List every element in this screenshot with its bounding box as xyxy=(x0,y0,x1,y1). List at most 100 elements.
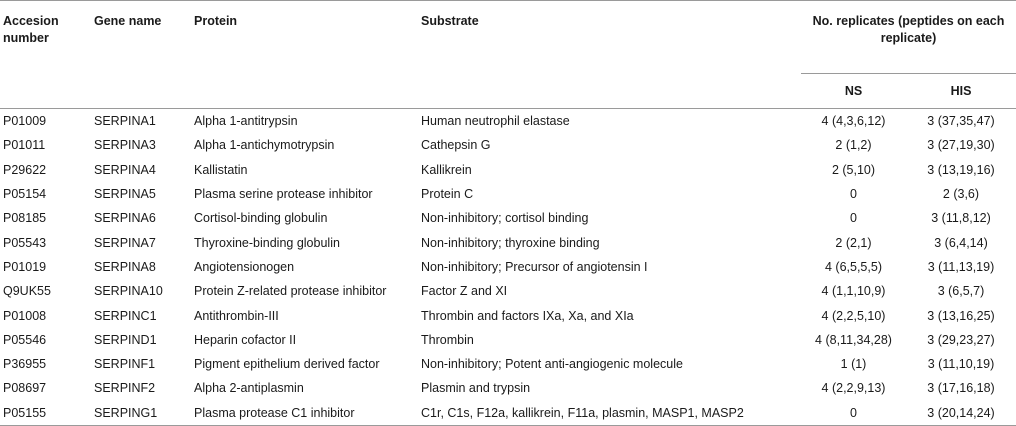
header-accession: Accesion number xyxy=(0,0,90,109)
cell-gene-name: SERPINA6 xyxy=(94,211,156,226)
cell-protein: Angiotensionogen xyxy=(194,259,295,274)
cell-gene-name: SERPINF2 xyxy=(94,381,156,396)
cell-protein: Plasma protease C1 inhibitor xyxy=(190,400,417,426)
cell-protein: Kallistatin xyxy=(194,162,248,177)
cell-protein: Heparin cofactor II xyxy=(194,332,297,347)
cell-ns: 4 (8,11,34,28) xyxy=(815,332,892,347)
cell-ns: 0 xyxy=(850,187,857,202)
cell-substrate: Non-inhibitory; cortisol binding xyxy=(421,211,589,226)
cell-ns: 4 (2,2,5,10) xyxy=(821,308,886,323)
cell-gene-name: SERPINA3 xyxy=(94,138,156,153)
cell-accession: P08185 xyxy=(3,211,47,226)
table-row: P05543 SERPINA7 Thyroxine-binding globulin… xyxy=(0,230,1016,254)
cell-his: 3 (6,4,14) xyxy=(934,235,988,250)
cell-ns: 0 xyxy=(850,211,857,226)
cell-substrate: Non-inhibitory; Precursor of angiotensin… xyxy=(421,259,648,274)
cell-accession: P05543 xyxy=(3,235,47,250)
cell-his: 3 (37,35,47) xyxy=(927,114,995,129)
cell-ns: 4 (2,2,9,13) xyxy=(821,381,886,396)
cell-his: 3 (20,14,24) xyxy=(906,400,1016,426)
header-his: HIS xyxy=(906,73,1016,109)
cell-accession: P08697 xyxy=(3,381,47,396)
cell-ns: 4 (4,3,6,12) xyxy=(821,114,886,129)
cell-accession: P05546 xyxy=(3,332,47,347)
table-row: P08185 SERPINA6 Cortisol-binding globulin N… xyxy=(0,206,1016,230)
cell-protein: Pigment epithelium derived factor xyxy=(194,357,380,372)
table-row: P01019 SERPINA8 Angiotensionogen Non-inhibi… xyxy=(0,255,1016,279)
cell-substrate: Non-inhibitory; Potent anti-angiogenic m… xyxy=(421,357,683,372)
cell-ns: 2 (5,10) xyxy=(831,162,876,177)
cell-his: 3 (11,13,19) xyxy=(927,259,995,274)
cell-ns: 4 (1,1,10,9) xyxy=(821,284,886,299)
cell-accession: Q9UK55 xyxy=(3,284,51,299)
cell-gene-name: SERPINA8 xyxy=(94,259,156,274)
table-row: P29622 SERPINA4 Kallistatin Kallikrein 2 (5,… xyxy=(0,158,1016,182)
cell-substrate: Kallikrein xyxy=(421,162,472,177)
cell-his: 3 (6,5,7) xyxy=(937,284,985,299)
cell-his: 3 (11,10,19) xyxy=(927,357,995,372)
cell-substrate: Non-inhibitory; thyroxine binding xyxy=(421,235,600,250)
cell-accession: P01009 xyxy=(3,114,47,129)
table-row: P01008 SERPINC1 Antithrombin-III Thrombin a… xyxy=(0,303,1016,327)
cell-substrate: Factor Z and XI xyxy=(421,284,508,299)
cell-gene-name: SERPINA4 xyxy=(94,162,156,177)
cell-his: 3 (11,8,12) xyxy=(931,211,991,226)
cell-his: 3 (27,19,30) xyxy=(927,138,995,153)
cell-his: 3 (17,16,18) xyxy=(927,381,995,396)
cell-his: 3 (13,16,25) xyxy=(927,308,995,323)
table-row: P01009 SERPINA1 Alpha 1-antitrypsin Human n… xyxy=(0,109,1016,134)
cell-substrate: Thrombin xyxy=(421,332,474,347)
table-row: P01011 SERPINA3 Alpha 1-antichymotrypsin Ca… xyxy=(0,133,1016,157)
cell-substrate: Thrombin and factors IXa, Xa, and XIa xyxy=(421,308,634,323)
cell-his: 2 (3,6) xyxy=(942,187,980,202)
cell-accession: P36955 xyxy=(3,357,47,372)
cell-gene-name: SERPINA1 xyxy=(94,114,156,129)
cell-gene-name: SERPIND1 xyxy=(94,332,157,347)
table-row: P36955 SERPINF1 Pigment epithelium derived… xyxy=(0,352,1016,376)
cell-ns: 4 (6,5,5,5) xyxy=(825,259,882,274)
cell-protein: Protein Z-related protease inhibitor xyxy=(194,284,387,299)
cell-ns: 0 xyxy=(801,400,906,426)
cell-his: 3 (13,19,16) xyxy=(927,162,995,177)
cell-protein: Alpha 1-antitrypsin xyxy=(194,114,298,129)
cell-protein: Antithrombin-III xyxy=(194,308,279,323)
table-row: P05546 SERPIND1 Heparin cofactor II Thrombi… xyxy=(0,328,1016,352)
header-gene-name: Gene name xyxy=(90,0,190,109)
cell-accession: P01011 xyxy=(3,138,46,153)
table-row: Q9UK55 SERPINA10 Protein Z-related proteas… xyxy=(0,279,1016,303)
table-row: P05154 SERPINA5 Plasma serine protease inh… xyxy=(0,182,1016,206)
cell-accession: P01008 xyxy=(3,308,47,323)
cell-accession: P05155 xyxy=(0,400,90,426)
cell-protein: Cortisol-binding globulin xyxy=(194,211,328,226)
cell-protein: Alpha 2-antiplasmin xyxy=(194,381,304,396)
table-body: P01009 SERPINA1 Alpha 1-antitrypsin Human n… xyxy=(0,109,1016,426)
cell-gene-name: SERPINA7 xyxy=(94,235,156,250)
cell-substrate: Protein C xyxy=(421,187,474,202)
cell-substrate: C1r, C1s, F12a, kallikrein, F11a, plasmi… xyxy=(417,400,801,426)
cell-ns: 1 (1) xyxy=(840,357,867,372)
cell-gene-name: SERPINA5 xyxy=(94,187,156,202)
cell-gene-name: SERPINA10 xyxy=(94,284,163,299)
cell-substrate: Plasmin and trypsin xyxy=(421,381,531,396)
cell-ns: 2 (1,2) xyxy=(835,138,872,153)
header-protein: Protein xyxy=(190,0,417,109)
cell-gene-name: SERPINF1 xyxy=(94,357,156,372)
cell-ns: 2 (2,1) xyxy=(835,235,872,250)
header-ns: NS xyxy=(801,73,906,109)
cell-substrate: Human neutrophil elastase xyxy=(421,114,570,129)
cell-accession: P01019 xyxy=(3,259,47,274)
header-substrate: Substrate xyxy=(417,0,801,109)
header-replicates: No. replicates (peptides on each replica… xyxy=(801,0,1016,74)
cell-protein: Plasma serine protease inhibitor xyxy=(194,187,373,202)
cell-substrate: Cathepsin G xyxy=(421,138,491,153)
cell-accession: P29622 xyxy=(3,162,47,177)
cell-protein: Thyroxine-binding globulin xyxy=(194,235,340,250)
table-row: P08697 SERPINF2 Alpha 2-antiplasmin Plasmin… xyxy=(0,376,1016,400)
cell-protein: Alpha 1-antichymotrypsin xyxy=(194,138,335,153)
cell-accession: P05154 xyxy=(3,187,47,202)
cell-gene-name: SERPINC1 xyxy=(94,308,157,323)
cell-gene-name: SERPING1 xyxy=(90,400,190,426)
cell-his: 3 (29,23,27) xyxy=(927,332,995,347)
